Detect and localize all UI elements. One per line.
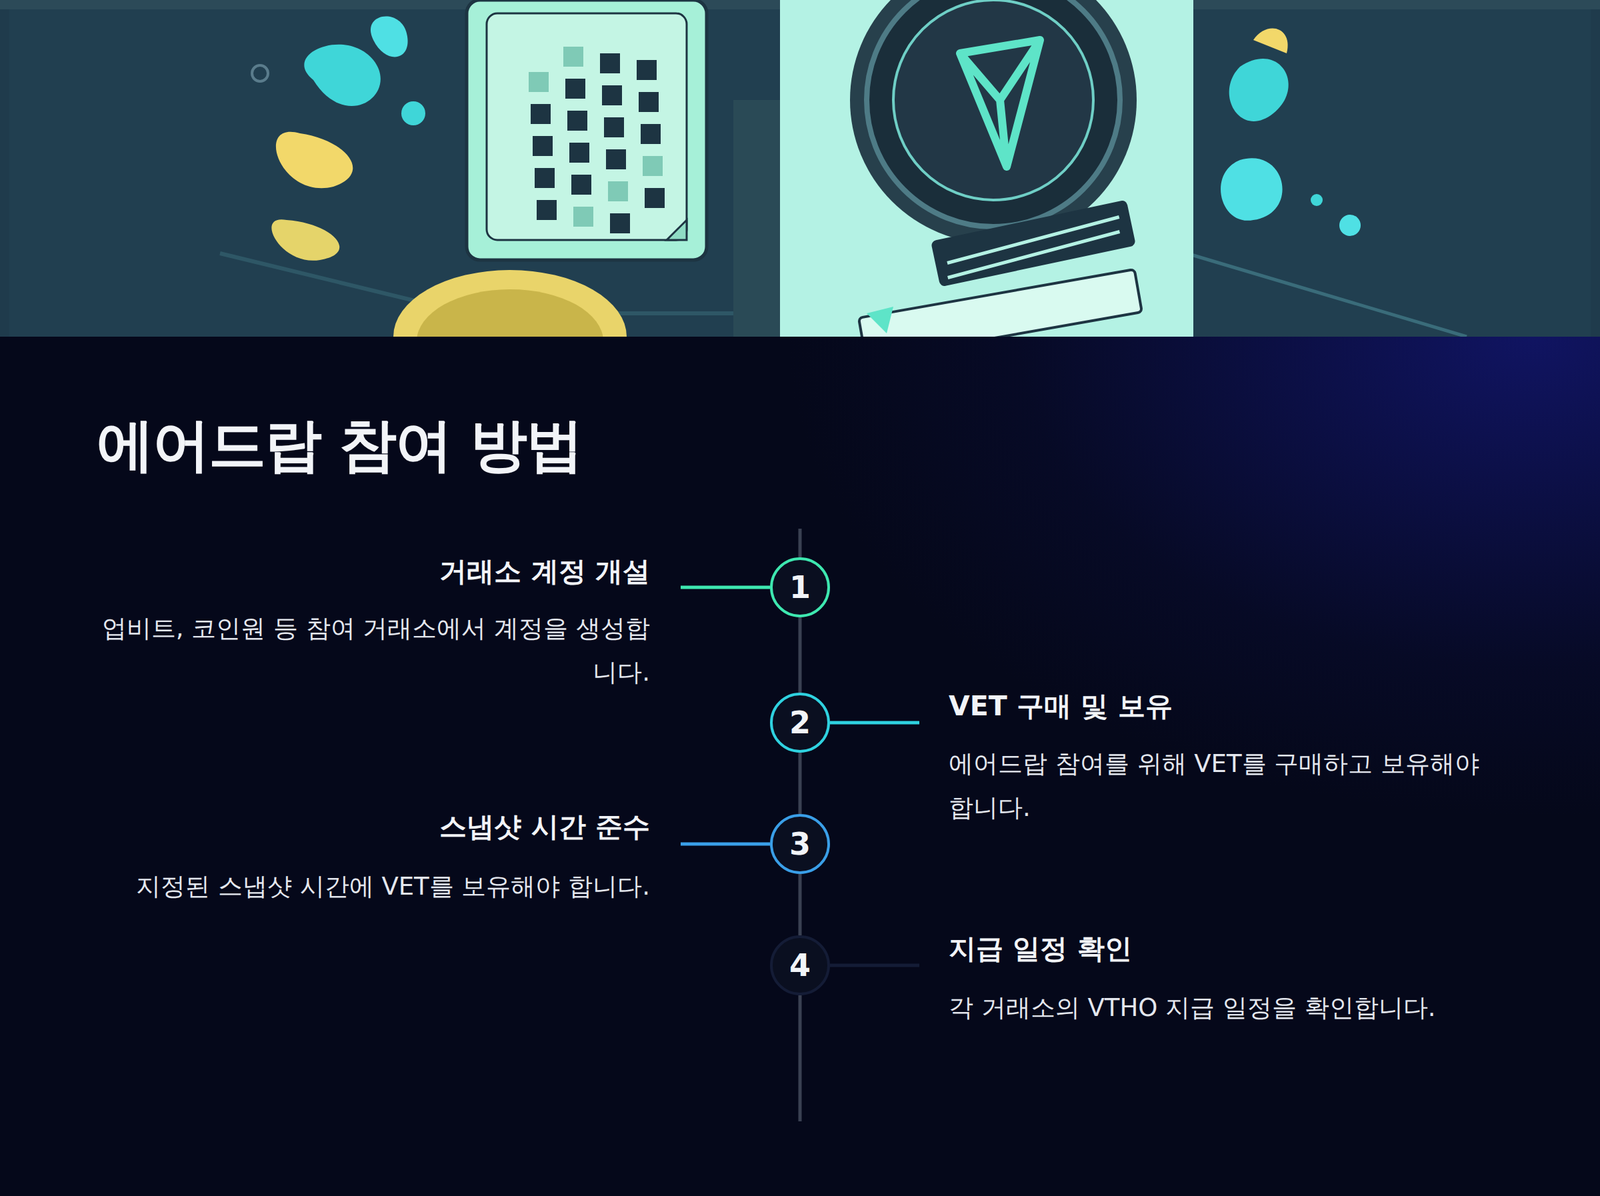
step-number: 2: [789, 704, 811, 741]
step-heading: 스냅샷 시간 준수: [116, 808, 650, 846]
step-description: 각 거래소의 VTHO 지급 일정을 확인합니다.: [948, 986, 1509, 1030]
timeline-connector: [798, 617, 802, 693]
step-circle: 1: [770, 557, 830, 618]
timeline-end: [798, 995, 802, 1122]
step-description: 에어드랍 참여를 위해 VET를 구매하고 보유해야 합니다.: [948, 742, 1509, 830]
leader-line: [680, 586, 770, 590]
diagram-title: 에어드랍 참여 방법: [96, 406, 582, 485]
step-heading: VET 구매 및 보유: [948, 688, 1502, 725]
step-number: 4: [789, 947, 811, 984]
timeline-end: [798, 528, 802, 558]
step-heading: 거래소 계정 개설: [116, 553, 650, 590]
step-number: 3: [789, 826, 811, 862]
step-circle: 3: [770, 814, 830, 874]
step-circle: 2: [770, 692, 830, 753]
step-description: 업비트, 코인원 등 참여 거래소에서 계정을 생성합니다.: [90, 606, 650, 695]
leader-line: [830, 721, 920, 725]
step-number: 1: [789, 569, 811, 606]
step-heading: 지급 일정 확인: [948, 930, 1502, 968]
timeline-connector: [798, 874, 802, 936]
step-circle: 4: [770, 935, 830, 996]
illustration: [0, 0, 1600, 337]
leader-line: [830, 964, 920, 968]
timeline-connector: [798, 752, 802, 814]
leader-line: [680, 842, 770, 846]
step-description: 지정된 스냅샷 시간에 VET를 보유해야 합니다.: [90, 864, 650, 909]
